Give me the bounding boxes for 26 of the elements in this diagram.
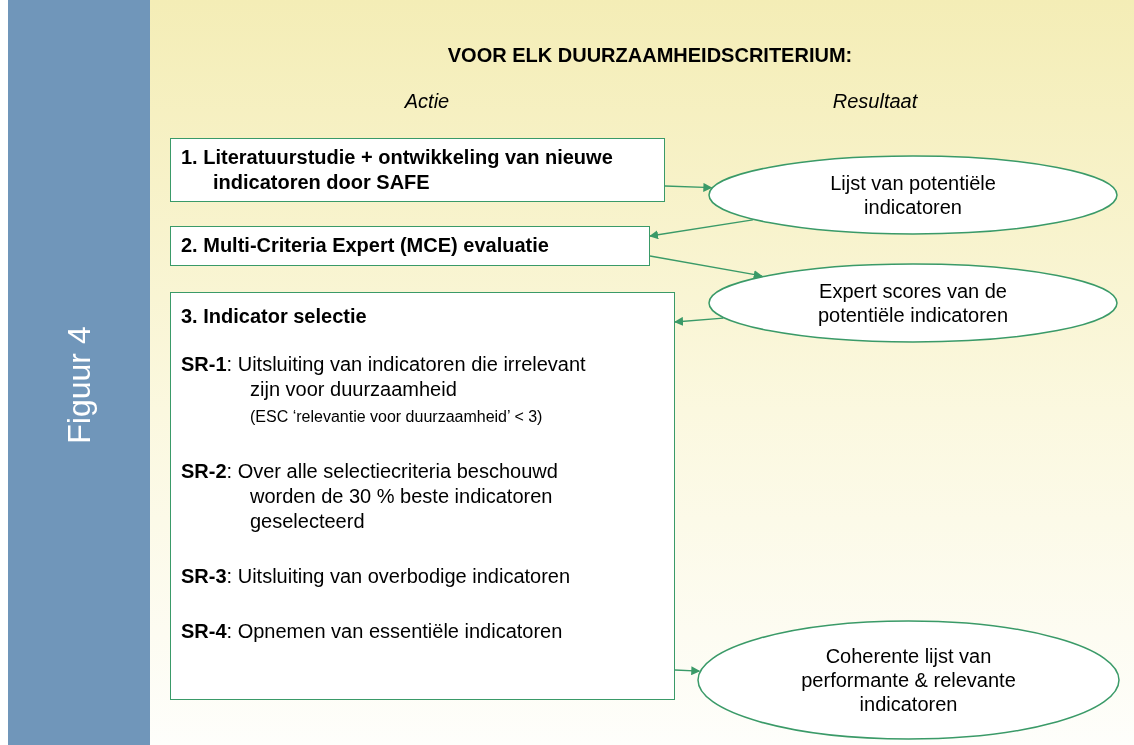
criterion-text: SR-4: Opnemen van essentiële indicatoren <box>181 619 564 644</box>
criterion-text: (ESC ‘relevantie voor duurzaamheid’ < 3) <box>249 407 544 427</box>
arrow <box>674 316 724 326</box>
result-ellipse <box>708 155 1118 235</box>
column-heading: Actie <box>404 90 450 113</box>
title: VOOR ELK DUURZAAMHEIDSCRITERIUM: <box>446 44 854 67</box>
result-text: Expert scores van de potentiële indicatoren <box>816 279 1010 327</box>
step-text: 3. Indicator selectie <box>181 304 368 329</box>
process-box <box>170 292 675 700</box>
process-box <box>170 138 665 202</box>
arrow <box>649 255 763 279</box>
result-text: Coherente lijst van performante & relevante indicatoren <box>800 644 1017 716</box>
arrow <box>674 666 701 676</box>
arrow <box>664 182 713 192</box>
step-text: 2. Multi-Criteria Expert (MCE) evaluatie <box>181 233 550 258</box>
result-ellipse <box>708 263 1118 343</box>
result-ellipse <box>697 620 1120 740</box>
figure-label: Figuur 4 <box>60 326 98 444</box>
column-heading: Resultaat <box>832 90 918 113</box>
criterion-text: SR-3: Uitsluiting van overbodige indicatoren <box>181 564 572 589</box>
result-text: Lijst van potentiële indicatoren <box>829 171 997 219</box>
process-box <box>170 226 650 266</box>
step-text: 1. Literatuurstudie + ontwikkeling van nieuwe indicatoren door SAFE <box>181 145 614 195</box>
criterion-text: SR-2: Over alle selectiecriteria beschouwd worden de 30 % beste indicatoren geselecteerd <box>181 459 559 534</box>
arrow <box>649 219 754 240</box>
criterion-text: SR-1: Uitsluiting van indicatoren die irrelevant zijn voor duurzaamheid <box>181 352 587 402</box>
